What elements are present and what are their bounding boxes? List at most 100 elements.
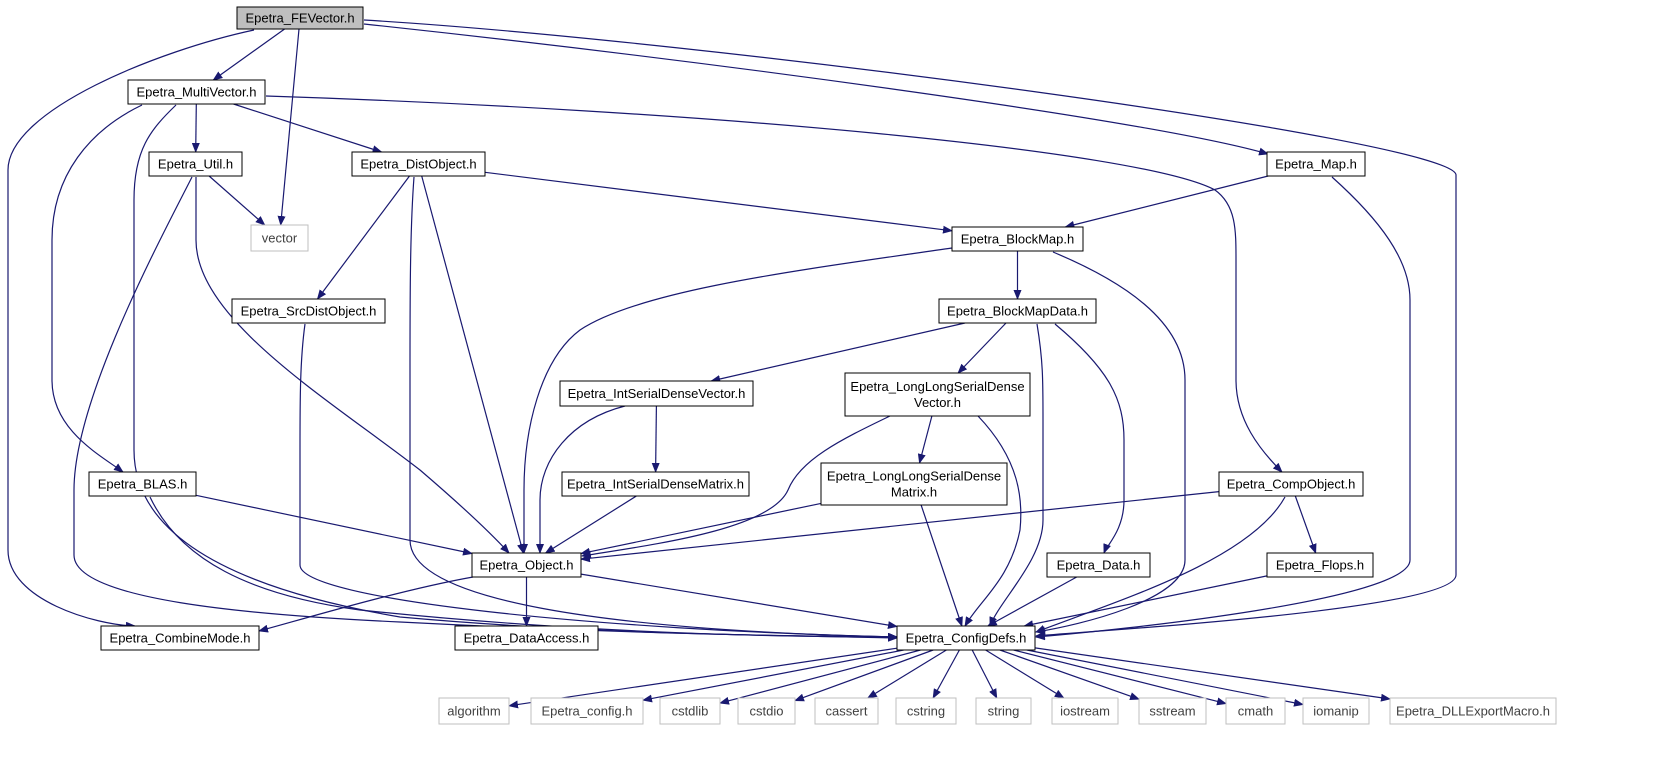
node-label: Epetra_LongLongSerialDense	[850, 379, 1024, 394]
edge-multivector-to-util	[191, 103, 200, 153]
edge-multivector-to-compobject	[265, 95, 1283, 473]
node-label: Epetra_DataAccess.h	[464, 631, 590, 646]
edge-compobject-to-configdefs	[1035, 496, 1286, 633]
node-layer: Epetra_FEVector.hEpetra_MultiVector.hEpe…	[88, 6, 1557, 725]
edge-configdefs-to-string	[971, 649, 998, 699]
node-box	[895, 697, 957, 725]
edge-data-to-configdefs	[986, 576, 1077, 627]
edge-multivector-to-blas	[51, 104, 143, 473]
node-box	[88, 471, 197, 497]
node-epetra_config: Epetra_config.h	[530, 697, 644, 725]
edge-configdefs-to-sstream	[999, 649, 1140, 700]
node-box	[1051, 697, 1119, 725]
node-blockmap[interactable]: Epetra_BlockMap.h	[951, 226, 1084, 252]
node-multivector[interactable]: Epetra_MultiVector.h	[127, 79, 266, 105]
edge-configdefs-to-cstring	[932, 649, 960, 699]
node-label: Epetra_SrcDistObject.h	[241, 304, 377, 319]
edge-intserialdensematrix-to-object	[544, 495, 637, 554]
edge-configdefs-to-cstdlib	[719, 649, 921, 705]
node-box	[1046, 552, 1151, 578]
node-label: Epetra_config.h	[541, 704, 632, 719]
node-box	[127, 79, 266, 105]
node-box	[938, 298, 1097, 324]
edge-llsdvector-to-object	[581, 415, 891, 559]
node-string: string	[975, 697, 1032, 725]
node-cassert: cassert	[814, 697, 879, 725]
edge-util-to-vector	[208, 175, 266, 226]
node-box	[236, 6, 364, 30]
node-box	[148, 151, 243, 177]
node-label: Vector.h	[914, 395, 961, 410]
edge-configdefs-to-iomanip	[1026, 649, 1304, 707]
edge-blockmap-to-object	[520, 247, 953, 554]
edge-configdefs-to-iostream	[985, 649, 1065, 699]
node-compobject[interactable]: Epetra_CompObject.h	[1218, 471, 1364, 497]
node-label: Epetra_Data.h	[1057, 558, 1141, 573]
node-blas[interactable]: Epetra_BLAS.h	[88, 471, 197, 497]
edge-llsdmatrix-to-object	[580, 502, 822, 556]
node-label: Epetra_DLLExportMacro.h	[1396, 704, 1550, 719]
node-flops[interactable]: Epetra_Flops.h	[1266, 552, 1374, 578]
node-label: Epetra_MultiVector.h	[137, 85, 257, 100]
node-srcdistobject[interactable]: Epetra_SrcDistObject.h	[231, 298, 386, 324]
node-label: Matrix.h	[891, 485, 937, 500]
node-configdefs[interactable]: Epetra_ConfigDefs.h	[896, 625, 1036, 651]
edge-srcdistobject-to-configdefs	[299, 323, 898, 641]
edge-map-to-configdefs	[1035, 176, 1411, 641]
node-vector: vector	[250, 224, 309, 252]
node-box	[1218, 471, 1364, 497]
node-box	[351, 151, 486, 177]
edge-distobject-to-srcdistobject	[316, 175, 410, 300]
edge-configdefs-to-epetra_config	[642, 649, 904, 703]
edge-intserialdensevector-to-object	[536, 405, 626, 554]
edge-fevector-to-multivector	[212, 28, 285, 81]
edge-blockmapdata-to-data	[1054, 323, 1125, 554]
edge-llsdvector-to-llsdmatrix	[917, 415, 933, 464]
edge-layer	[7, 19, 1457, 709]
edge-distobject-to-configdefs	[409, 176, 898, 641]
node-box	[530, 697, 644, 725]
edge-blockmap-to-configdefs	[1035, 251, 1186, 635]
node-intserialdensematrix[interactable]: Epetra_IntSerialDenseMatrix.h	[561, 471, 750, 497]
node-box	[561, 471, 750, 497]
node-label: iostream	[1060, 704, 1110, 719]
node-box	[1302, 697, 1370, 725]
node-box	[231, 298, 386, 324]
node-box	[951, 226, 1084, 252]
node-fevector[interactable]: Epetra_FEVector.h	[236, 6, 364, 30]
edge-multivector-to-distobject	[233, 103, 383, 154]
edge-blockmapdata-to-intserialdensevector	[710, 322, 966, 383]
node-label: sstream	[1149, 704, 1195, 719]
node-label: Epetra_Util.h	[158, 157, 233, 172]
node-cstdlib: cstdlib	[659, 697, 721, 725]
node-box	[896, 625, 1036, 651]
node-data[interactable]: Epetra_Data.h	[1046, 552, 1151, 578]
node-box	[1138, 697, 1207, 725]
node-distobject[interactable]: Epetra_DistObject.h	[351, 151, 486, 177]
node-blockmapdata[interactable]: Epetra_BlockMapData.h	[938, 298, 1097, 324]
edge-compobject-to-flops	[1294, 495, 1317, 554]
node-intserialdensevector[interactable]: Epetra_IntSerialDenseVector.h	[559, 380, 754, 407]
node-label: Epetra_Flops.h	[1276, 558, 1364, 573]
node-box	[250, 224, 309, 252]
node-label: Epetra_Object.h	[480, 558, 574, 573]
edge-distobject-to-object	[421, 175, 525, 554]
node-dllexport: Epetra_DLLExportMacro.h	[1389, 697, 1557, 725]
node-map[interactable]: Epetra_Map.h	[1266, 151, 1366, 177]
node-combinemode[interactable]: Epetra_CombineMode.h	[100, 625, 260, 651]
node-cmath: cmath	[1225, 697, 1286, 725]
node-object[interactable]: Epetra_Object.h	[471, 552, 582, 578]
node-box	[844, 372, 1031, 417]
node-util[interactable]: Epetra_Util.h	[148, 151, 243, 177]
node-box	[1225, 697, 1286, 725]
node-label: algorithm	[447, 704, 500, 719]
edge-util-to-object	[195, 177, 510, 554]
node-box	[1266, 552, 1374, 578]
node-box	[100, 625, 260, 651]
node-dataaccess[interactable]: Epetra_DataAccess.h	[454, 625, 599, 651]
edge-blas-to-object	[195, 494, 473, 556]
node-box	[737, 697, 796, 725]
